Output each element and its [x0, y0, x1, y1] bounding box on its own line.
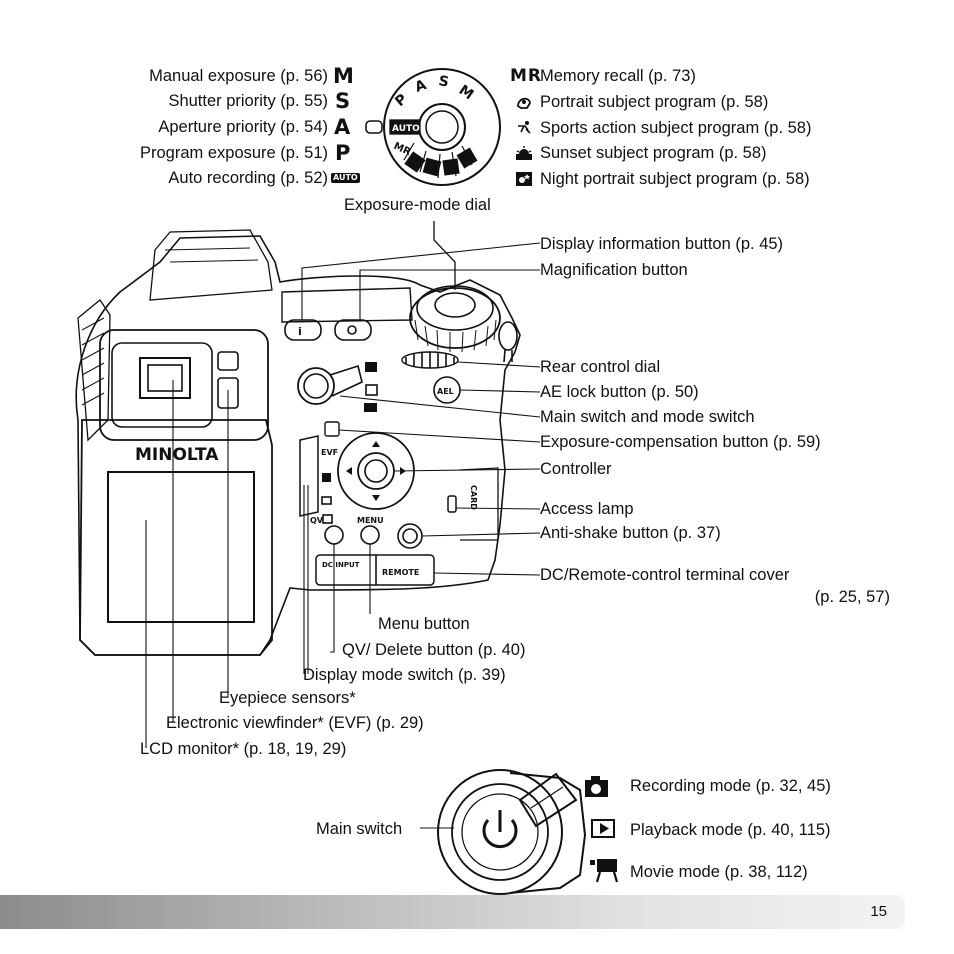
- sports-icon: [518, 121, 531, 134]
- label-recording-mode: Recording mode (p. 32, 45): [630, 777, 831, 795]
- camera-icon: [585, 776, 608, 797]
- label-night-portrait: Night portrait subject program (p. 58): [540, 170, 810, 188]
- label-menu-button: Menu button: [378, 615, 470, 633]
- label-access-lamp: Access lamp: [540, 500, 634, 518]
- label-magnification-button: Magnification button: [540, 261, 688, 279]
- label-electronic-viewfinder: Electronic viewfinder* (EVF) (p. 29): [166, 714, 424, 732]
- label-display-info-button: Display information button (p. 45): [540, 235, 784, 253]
- label-auto-recording: Auto recording (p. 52): [168, 169, 328, 187]
- exposure-mode-dial: P A S M AUTO MR: [365, 68, 501, 186]
- svg-text:i: i: [298, 325, 302, 338]
- mode-letter-s: S: [335, 89, 351, 113]
- auto-badge-icon: AUTO: [331, 173, 360, 183]
- label-memory-recall: Memory recall (p. 73): [540, 67, 696, 85]
- dial-letter-a: A: [413, 77, 429, 96]
- label-dc-remote-pages: (p. 25, 57): [814, 588, 890, 606]
- portrait-icon: [517, 97, 531, 109]
- label-program-exposure: Program exposure (p. 51): [139, 144, 328, 162]
- label-eyepiece-sensors: Eyepiece sensors*: [219, 689, 356, 707]
- label-main-switch: Main switch: [316, 820, 403, 838]
- label-rear-control-dial: Rear control dial: [540, 358, 661, 376]
- camera-body: MINOLTA i AEL: [75, 229, 541, 748]
- label-qv-delete-button: QV/ Delete button (p. 40): [342, 641, 526, 659]
- label-controller: Controller: [540, 460, 612, 478]
- playback-icon: [591, 819, 615, 838]
- label-dc-remote-cover: DC/Remote-control terminal cover: [540, 566, 790, 584]
- label-ae-lock-button: AE lock button (p. 50): [540, 383, 699, 401]
- label-anti-shake-button: Anti-shake button (p. 37): [540, 524, 721, 542]
- brand-logo: MINOLTA: [135, 445, 219, 465]
- mode-letter-a: A: [334, 115, 351, 139]
- exposure-mode-dial-caption: Exposure-mode dial: [344, 196, 491, 214]
- dial-auto-badge: AUTO: [392, 124, 420, 134]
- label-sports: Sports action subject program (p. 58): [540, 119, 812, 137]
- movie-icon: [590, 859, 619, 883]
- evf-label: EVF: [321, 448, 338, 457]
- night-portrait-icon: [516, 172, 532, 186]
- label-display-mode-switch: Display mode switch (p. 39): [303, 666, 506, 684]
- mode-letter-m: M: [333, 64, 354, 88]
- label-exposure-comp-button: Exposure-compensation button (p. 59): [540, 433, 821, 451]
- page-footer-bar: 15: [0, 895, 905, 929]
- dial-letter-s: S: [437, 73, 450, 91]
- label-main-switch-mode-switch: Main switch and mode switch: [540, 408, 755, 426]
- label-portrait: Portrait subject program (p. 58): [540, 93, 769, 111]
- sunset-icon: [516, 146, 532, 160]
- label-aperture-priority: Aperture priority (p. 54): [158, 118, 328, 136]
- card-label: CARD: [469, 485, 478, 510]
- dial-letter-m: M: [456, 82, 477, 103]
- memory-recall-icon: MR: [510, 66, 543, 86]
- label-manual-exposure: Manual exposure (p. 56): [149, 67, 328, 85]
- dial-mr: MR: [392, 141, 413, 159]
- label-shutter-priority: Shutter priority (p. 55): [168, 92, 328, 110]
- menu-label: MENU: [357, 516, 384, 525]
- mode-letter-p: P: [335, 141, 351, 165]
- qv-label: QV: [310, 516, 324, 525]
- dc-label: DC INPUT: [322, 561, 360, 569]
- page-number: 15: [870, 903, 887, 920]
- remote-label: REMOTE: [382, 568, 419, 577]
- label-playback-mode: Playback mode (p. 40, 115): [630, 821, 831, 839]
- label-sunset: Sunset subject program (p. 58): [540, 144, 767, 162]
- label-lcd-monitor: LCD monitor* (p. 18, 19, 29): [140, 740, 347, 758]
- main-switch-detail: [420, 769, 619, 895]
- label-movie-mode: Movie mode (p. 38, 112): [630, 863, 808, 881]
- ael-label: AEL: [437, 387, 454, 396]
